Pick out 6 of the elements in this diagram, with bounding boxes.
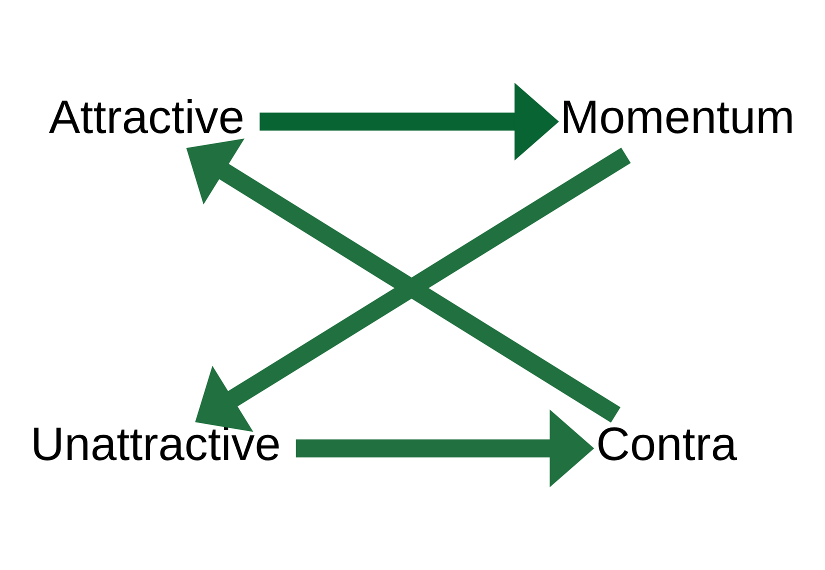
node-text: Attractive (48, 90, 244, 143)
node-text: Contra (596, 418, 738, 470)
node-text: Unattractive (30, 418, 281, 470)
arrow (260, 82, 559, 160)
arrow (296, 410, 594, 488)
node-text: Momentum (560, 90, 795, 143)
